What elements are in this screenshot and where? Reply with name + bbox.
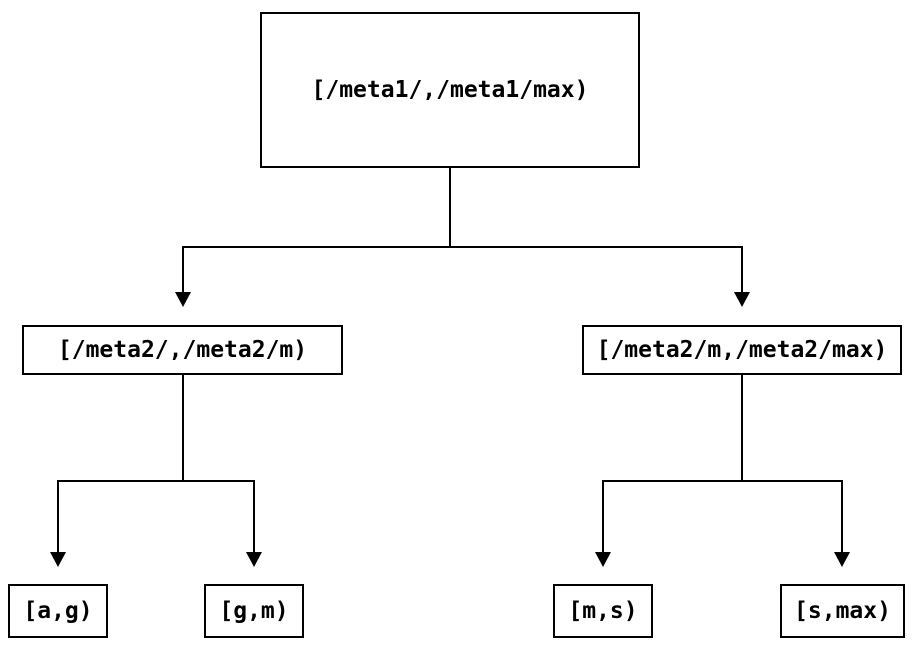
node-root-range: [/meta1/,/meta1/max) bbox=[260, 12, 640, 168]
node-leaf-s-max: [s,max) bbox=[780, 584, 905, 638]
arrow-down-icon bbox=[50, 552, 66, 567]
edges-right-mid-to-leaves bbox=[595, 375, 850, 567]
arrow-down-icon bbox=[834, 552, 850, 567]
arrow-down-icon bbox=[595, 552, 611, 567]
edges-left-mid-to-leaves bbox=[50, 375, 262, 567]
node-leaf-m-s: [m,s) bbox=[553, 584, 653, 638]
node-leaf-g-m: [g,m) bbox=[204, 584, 304, 638]
arrow-down-icon bbox=[175, 292, 191, 307]
arrow-down-icon bbox=[246, 552, 262, 567]
node-right-subrange: [/meta2/m,/meta2/max) bbox=[582, 325, 902, 375]
node-leaf-a-g: [a,g) bbox=[8, 584, 108, 638]
node-left-subrange: [/meta2/,/meta2/m) bbox=[22, 325, 343, 375]
arrow-down-icon bbox=[734, 292, 750, 307]
edges-root-to-children bbox=[175, 168, 750, 307]
